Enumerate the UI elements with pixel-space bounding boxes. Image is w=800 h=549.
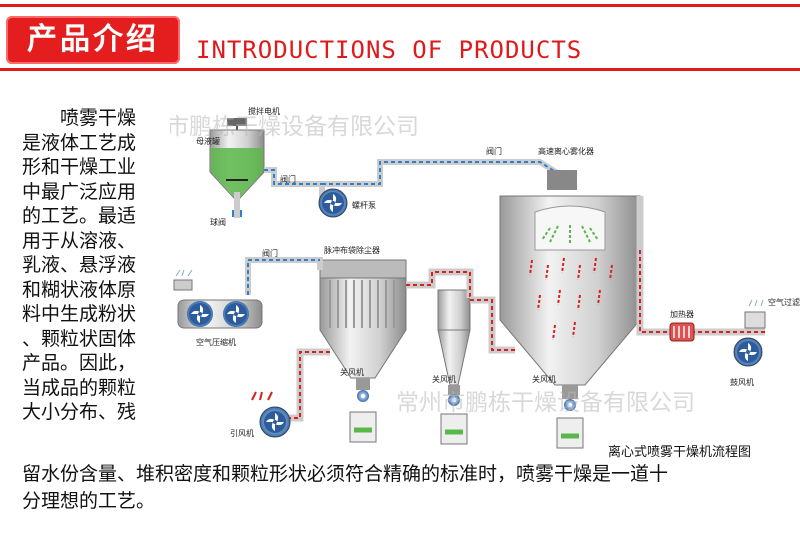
label-screw-pump: 螺杆泵 xyxy=(352,200,376,210)
feed-pipe xyxy=(234,159,564,218)
screw-pump-icon xyxy=(318,188,348,218)
blower-icon xyxy=(733,337,763,367)
description-line: 中最广泛应用 xyxy=(22,180,137,203)
description-line: 产品。因此， xyxy=(22,352,137,374)
header-bottom-rule xyxy=(0,68,800,71)
collector-bins xyxy=(349,390,584,449)
label-valve-2: 阀门 xyxy=(486,146,502,156)
mother-liquor-tank xyxy=(209,118,265,218)
heater-icon xyxy=(669,322,695,342)
label-valve-1: 阀门 xyxy=(280,174,296,184)
label-bag-filter: 脉冲布袋除尘器 xyxy=(324,245,380,255)
spray-dryer-flow-diagram: 搅拌电机 母液罐 球阀 阀门 螺杆泵 阀门 高速离心雾化器 脉冲布袋除尘器 xyxy=(170,106,800,460)
label-rotary-valve-1: 关风机 xyxy=(340,367,364,377)
description-line: 是液体工艺成 xyxy=(22,131,137,154)
description-line: 的工艺。最适 xyxy=(22,205,137,227)
description-line: 当成品的颗粒 xyxy=(22,376,137,399)
air-filter-icon xyxy=(744,299,766,329)
watermark: 常州市鹏栋干燥设备有限公司 xyxy=(170,114,419,140)
label-stirrer-motor: 搅拌电机 xyxy=(248,106,280,116)
label-rotary-valve-2: 关风机 xyxy=(432,374,456,384)
section-title-badge: 产品介绍 xyxy=(6,16,180,64)
exhaust-arrows xyxy=(251,391,273,401)
description-line: 料中生成粉状 xyxy=(22,303,137,325)
label-air-compressor: 空气压缩机 xyxy=(196,337,236,347)
description-line: 用于从溶液、 xyxy=(22,229,137,252)
label-induced-fan: 引风机 xyxy=(230,428,254,438)
description-line: 形和干燥工业 xyxy=(22,156,137,178)
label-blower: 鼓风机 xyxy=(730,377,754,387)
description-line: 大小分布、残 xyxy=(22,401,137,423)
description-tail-line: 留水份含量、堆积密度和颗粒形状必须符合精确的标准时，喷雾干燥是一道十 xyxy=(22,463,669,485)
compressed-air-line xyxy=(245,257,323,295)
label-atomizer: 高速离心雾化器 xyxy=(538,146,594,156)
label-valve-3: 阀门 xyxy=(262,248,278,258)
description-line: 、颗粒状固体 xyxy=(22,327,137,350)
section-title-cn: 产品介绍 xyxy=(27,22,159,57)
diagram-caption: 离心式喷雾干燥机流程图 xyxy=(608,444,751,460)
description-line: 和糊状液体原 xyxy=(22,278,137,301)
drying-tower xyxy=(499,170,641,399)
description-line: 喷雾干燥 xyxy=(60,107,137,129)
description-tail-line: 分理想的工艺。 xyxy=(22,490,156,512)
induced-fan-icon xyxy=(259,406,291,438)
air-compressor xyxy=(173,269,263,329)
description-line: 乳液、悬浮液 xyxy=(22,254,137,276)
label-rotary-valve-3: 关风机 xyxy=(532,374,556,384)
label-ball-valve: 球阀 xyxy=(210,217,226,227)
label-mother-tank: 母液罐 xyxy=(196,136,220,146)
header-top-rule xyxy=(0,4,800,7)
section-title-en: INTRODUCTIONS OF PRODUCTS xyxy=(196,36,583,64)
watermark: 常州市鹏栋干燥设备有限公司 xyxy=(396,390,695,416)
exhaust-pipes xyxy=(282,196,765,422)
cyclone xyxy=(437,289,471,395)
bag-filter xyxy=(319,259,407,390)
label-air-filter: 空气过滤器 xyxy=(768,297,800,307)
label-heater: 加热器 xyxy=(670,309,694,319)
